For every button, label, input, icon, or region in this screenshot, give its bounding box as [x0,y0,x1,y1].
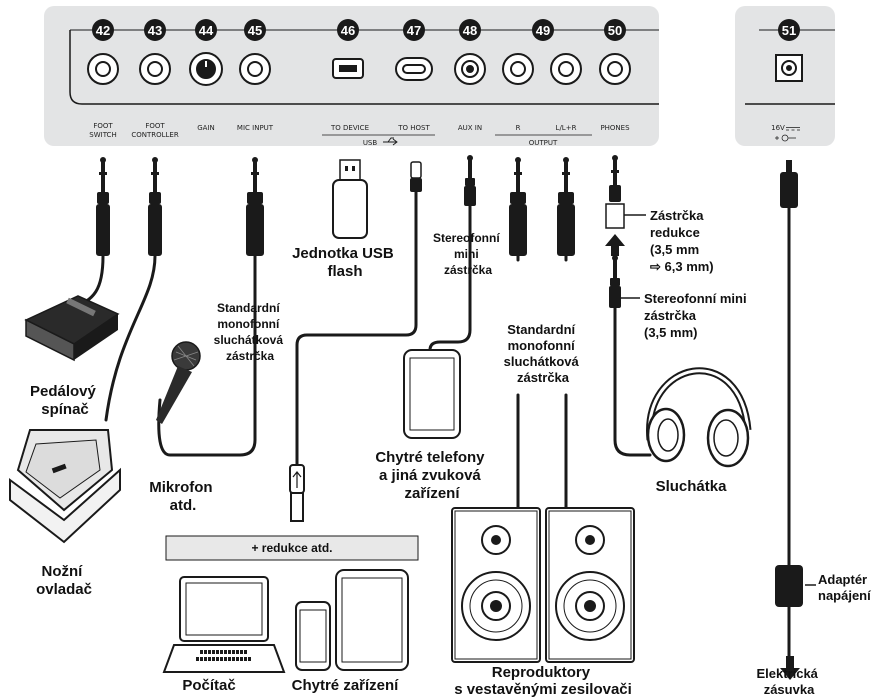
phones-label: PHONES [600,124,630,132]
badge-45: 45 [244,19,266,41]
usb-a-port [332,58,364,79]
foot-switch-name: Pedálový spínač [30,383,100,418]
to-host-label: TO HOST [397,124,430,132]
polarity-symbol [775,134,796,142]
phones-plug [609,155,621,202]
usb-icon [383,137,398,146]
svg-text:45: 45 [248,23,262,38]
speaker-right [545,507,635,663]
foot-controller-jack [139,53,171,85]
foot-switch-label-2: SWITCH [89,131,116,139]
badge-44: 44 [195,19,217,41]
up-arrow [605,234,625,256]
svg-text:44: 44 [199,23,214,38]
foot-switch-label-1: FOOT [93,122,113,130]
output-r-plug [509,157,527,256]
svg-text:50: 50 [608,23,622,38]
gain-label: GAIN [197,124,215,132]
badge-43: 43 [144,19,166,41]
usb-cable [295,190,418,467]
dc-symbol [786,127,800,131]
power-adapter [775,565,803,607]
tablet [335,569,409,671]
svg-text:46: 46 [341,23,355,38]
foot-controller-label-2: CONTROLLER [131,131,179,139]
mic-cable [157,254,257,457]
gain-knob [189,52,223,86]
badge-50: 50 [604,19,626,41]
outlet-label: Elektrická zásuvka [756,666,821,697]
smartphones-label: Chytré telefony a jiná zvuková zařízení [375,449,488,502]
speakers-label: Reproduktory s vestavěnými zesilovači [454,664,632,697]
dc-in-jack [775,54,803,82]
foot-switch-plug [96,157,110,256]
foot-controller [9,429,121,544]
adapter-plug-label: Zástrčka redukce (3,5 mm ⇨ 6,3 mm) [650,208,714,274]
dc-in-label: 16V [771,124,785,132]
computer-label: Počítač [182,677,235,694]
svg-text:47: 47 [407,23,421,38]
microphone [156,341,201,424]
foot-controller-cable [104,254,157,422]
aux-in-label: AUX IN [458,124,482,132]
output-plug-label: Standardní monofonní sluchátková zástrčk… [504,322,583,385]
to-device-label: TO DEVICE [330,124,369,132]
usb-flash-label: Jednotka USB flash [292,245,398,280]
badge-47: 47 [403,19,425,41]
usb-c-port [395,57,433,81]
svg-text:49: 49 [536,23,550,38]
foot-controller-label-1: FOOT [145,122,165,130]
aux-in-jack [454,53,486,85]
badge-49: 49 [532,19,554,41]
usb-label: USB [363,139,378,147]
foot-controller-name: Nožní ovladač [36,563,92,598]
adapter-box [165,535,419,561]
phones-mini-plug [609,255,621,308]
output-l-plug [557,157,575,256]
microphone-name: Mikrofon atd. [149,479,217,514]
output-r-jack [502,53,534,85]
usb-flash-drive [332,159,368,239]
mic-plug [246,157,264,256]
power-adapter-label: Adaptér napájení [818,572,871,603]
smartphone [295,601,331,671]
stereo-mini-label: Stereofonní mini zástrčka [433,231,503,277]
output-label: OUTPUT [529,139,558,147]
smart-devices-label: Chytré zařízení [292,677,400,694]
badge-48: 48 [459,19,481,41]
adapter-plug-body [605,203,625,229]
phones-jack [599,53,631,85]
adapter-box-label: + redukce atd. [251,541,332,555]
stereo-mini-label-2: Stereofonní mini zástrčka (3,5 mm) [644,291,750,340]
power-plug [780,160,798,208]
mic-plug-label: Standardní monofonní sluchátková zástrčk… [214,301,287,363]
headphones-label: Sluchátka [656,478,728,495]
usb-a-cable-end [289,464,305,522]
badge-51: 51 [778,19,800,41]
laptop [162,576,286,673]
foot-switch-jack [87,53,119,85]
aux-smartphone [403,349,461,439]
foot-switch-pedal [24,295,120,362]
speaker-left [451,507,541,663]
mic-input-jack [239,53,271,85]
svg-text:51: 51 [782,23,796,38]
svg-text:48: 48 [463,23,477,38]
svg-text:43: 43 [148,23,162,38]
output-l-jack [550,53,582,85]
output-r-label: R [516,124,521,132]
aux-cable [428,204,472,352]
usb-c-cable-head [410,161,422,192]
badge-42: 42 [92,19,114,41]
phones-cable [613,306,652,457]
down-arrow [780,668,800,680]
headphones [646,367,752,468]
svg-text:42: 42 [96,23,110,38]
mic-input-label: MIC INPUT [237,124,274,132]
badge-46: 46 [337,19,359,41]
output-l-label: L/L+R [556,124,577,132]
foot-controller-plug [148,157,162,256]
aux-mini-plug [464,155,476,206]
